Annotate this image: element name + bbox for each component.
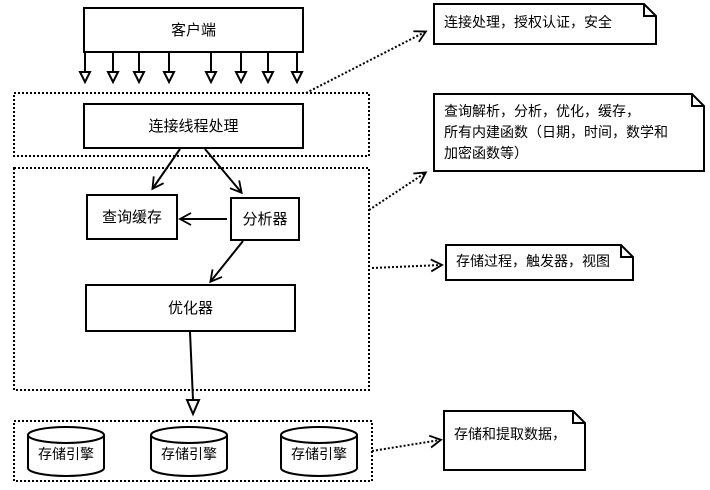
note-storage-text: 存储和提取数据，: [454, 427, 566, 443]
storage-engine-label-2: 存储引擎: [161, 447, 217, 463]
note-connection-text: 连接处理，授权认证，安全: [444, 15, 612, 31]
service-layer-group: [13, 167, 370, 391]
connection-thread-label: 连接线程处理: [148, 117, 239, 135]
analyzer-box: 分析器: [230, 197, 300, 241]
note-procedures-text: 存储过程，触发器，视图: [456, 254, 610, 270]
note-storage: 存储和提取数据，: [444, 411, 585, 470]
note-connectors: [305, 30, 444, 452]
storage-engine-cylinder-1: [27, 426, 105, 477]
note-parsing-line-2: 所有内建函数（日期，时间，数学和: [444, 125, 668, 141]
note-connection-shape: [433, 3, 657, 45]
note-shapes: [433, 3, 705, 471]
note-procedures-shape: [445, 244, 634, 281]
note-connection: 连接处理，授权认证，安全: [434, 4, 656, 44]
storage-engine-label-3: 存储引擎: [291, 447, 347, 463]
analyzer-label: 分析器: [242, 210, 288, 228]
flow-arrows: [151, 148, 244, 401]
optimizer-to-engine-arrowhead: [185, 399, 201, 417]
optimizer-box: 优化器: [85, 284, 296, 332]
storage-engine-label-1: 存储引擎: [38, 447, 94, 463]
note-procedures: 存储过程，触发器，视图: [446, 245, 633, 280]
note-parsing-line-3: 加密函数等）: [444, 146, 528, 162]
connection-thread-box: 连接线程处理: [83, 103, 304, 149]
query-cache-label: 查询缓存: [101, 208, 162, 226]
note-parsing-line-1: 查询解析，分析，优化，缓存，: [444, 104, 640, 120]
note-storage-shape: [443, 410, 586, 471]
optimizer-label: 优化器: [167, 299, 213, 317]
storage-engine-cylinders: [27, 426, 358, 477]
note-parsing-shape: [433, 93, 705, 172]
client-label: 客户端: [170, 21, 216, 39]
storage-engine-cylinder-3: [280, 426, 358, 477]
client-arrows: [78, 53, 304, 85]
note-parsing: 查询解析，分析，优化，缓存， 所有内建函数（日期，时间，数学和 加密函数等）: [434, 94, 704, 171]
client-box: 客户端: [83, 7, 304, 53]
storage-engine-cylinder-2: [150, 426, 228, 477]
note-parsing-text: 查询解析，分析，优化，缓存， 所有内建函数（日期，时间，数学和 加密函数等）: [444, 102, 690, 165]
query-cache-box: 查询缓存: [86, 194, 178, 240]
connection-layer-group: [13, 92, 370, 157]
